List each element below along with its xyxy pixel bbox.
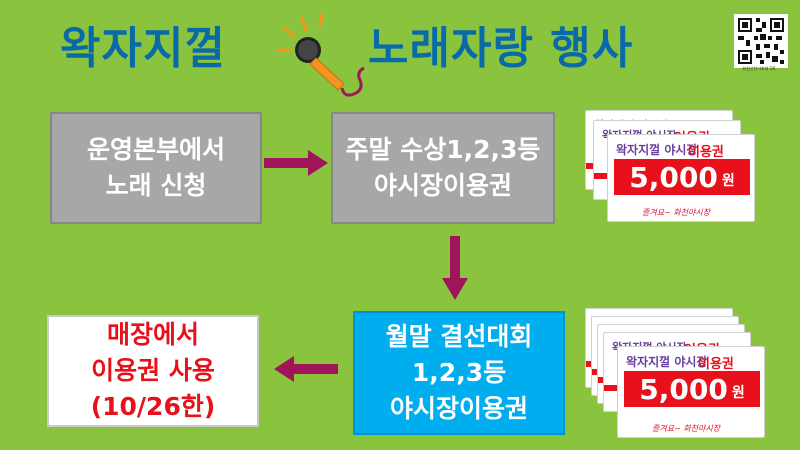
step-box-store-use: 매장에서 이용권 사용 (10/26한) bbox=[47, 315, 259, 427]
arrow-down-icon bbox=[442, 236, 468, 300]
step-weekend-line2: 야시장이용권 bbox=[373, 171, 512, 200]
ticket-logo: 왁자지껄 야시장 bbox=[616, 143, 698, 157]
ticket-logo: 왁자지껄 야시장 bbox=[626, 355, 708, 369]
ticket-footer: 즐겨요~ 화천야시장 bbox=[642, 208, 711, 217]
step-store-line2: 이용권 사용 bbox=[91, 355, 215, 385]
title-left: 왁자지껄 bbox=[60, 23, 226, 74]
ticket-unit: 원 bbox=[731, 385, 745, 401]
step-box-monthly-final: 월말 결선대회 1,2,3등 야시장이용권 bbox=[353, 311, 565, 435]
ticket-amount-box: 5,000 원 bbox=[614, 159, 750, 195]
ticket-amount-box: 5,000 원 bbox=[624, 371, 760, 407]
voucher-ticket-front: 왁자지껄 야시장 이용권 5,000 원 즐겨요~ 화천야시장 bbox=[617, 346, 765, 438]
ticket-amount: 5,000 bbox=[639, 372, 728, 406]
step-weekend-line1: 주말 수상1,2,3등 bbox=[345, 134, 541, 164]
ticket-stack-monthly: 왁자지껄 야시장 이용권 왁자지껄 야시장 이용권 왁자지껄 야시장 이용권 왁… bbox=[585, 308, 785, 443]
step-monthly-line3: 야시장이용권 bbox=[389, 394, 528, 424]
qr-caption: 화천산천어축제 QR bbox=[742, 66, 776, 71]
step-monthly-line1: 월말 결선대회 bbox=[385, 321, 533, 351]
arrow-right-icon bbox=[264, 150, 328, 176]
qr-code-icon[interactable] bbox=[734, 14, 788, 68]
microphone-icon bbox=[276, 12, 365, 97]
ticket-label: 이용권 bbox=[688, 145, 724, 160]
step-monthly-line2: 1,2,3등 bbox=[411, 357, 507, 387]
arrow-left-icon bbox=[274, 356, 338, 382]
ticket-label: 이용권 bbox=[698, 357, 734, 372]
ticket-amount: 5,000 bbox=[629, 160, 718, 194]
ticket-unit: 원 bbox=[721, 173, 735, 189]
step-store-line1: 매장에서 bbox=[106, 319, 199, 349]
step-box-weekend-prize: 주말 수상1,2,3등 야시장이용권 bbox=[331, 112, 555, 224]
step-hq-line1: 운영본부에서 bbox=[86, 134, 225, 164]
voucher-ticket-front: 왁자지껄 야시장 이용권 5,000 원 즐겨요~ 화천야시장 bbox=[607, 134, 755, 222]
ticket-stack-weekend: 왁자지껄 야시장 이용권 왁자지껄 야시장 이용권 왁자지껄 야시장 이용권 5… bbox=[585, 110, 765, 225]
step-box-hq-signup: 운영본부에서 노래 신청 bbox=[50, 112, 262, 224]
title-right: 노래자랑 행사 bbox=[368, 23, 634, 74]
step-hq-line2: 노래 신청 bbox=[105, 171, 207, 200]
step-store-line3: (10/26한) bbox=[90, 392, 216, 422]
ticket-footer: 즐겨요~ 화천야시장 bbox=[652, 424, 721, 433]
